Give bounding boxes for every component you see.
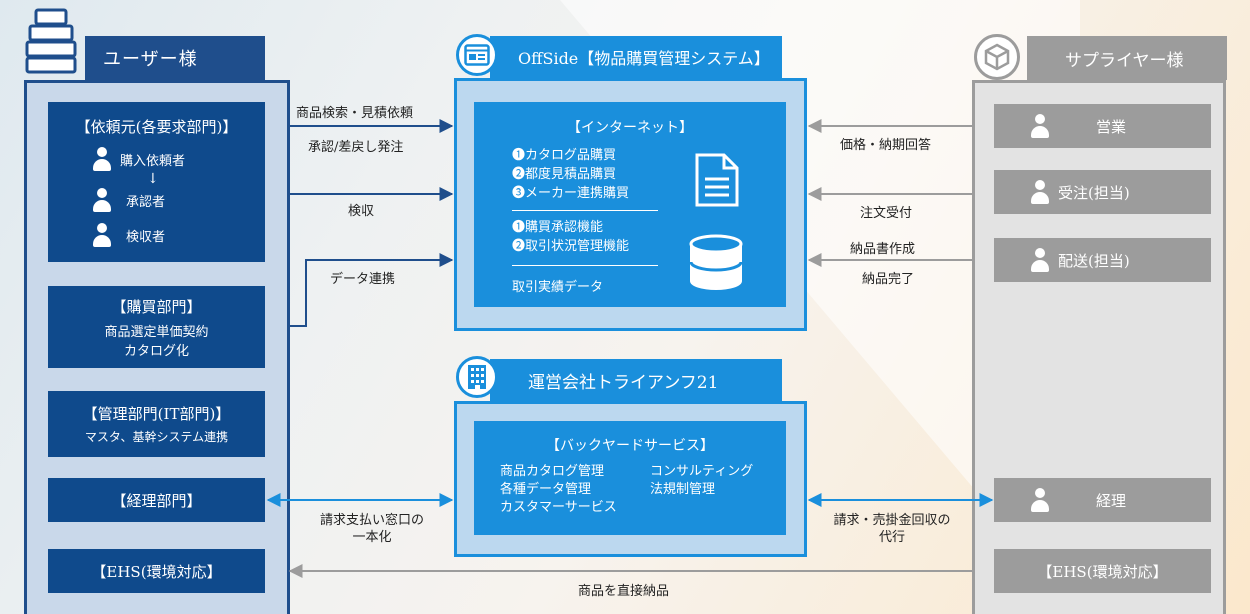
person-icon xyxy=(1030,114,1050,138)
label-data-link: データ連携 xyxy=(330,272,396,287)
list-item: ❸メーカー連携購買 xyxy=(512,186,630,201)
list-item: コンサルティング xyxy=(650,464,754,479)
operator-title: 運営会社トライアンフ21 xyxy=(528,372,719,393)
label-delivery-done: 納品完了 xyxy=(862,272,915,287)
backyard-box: 【バックヤードサービス】 商品カタログ管理 各種データ管理 カスタマーサービス … xyxy=(474,421,786,535)
label-billing: 請求支払い窓口の 一本化 xyxy=(319,513,424,545)
internet-title: 【インターネット】 xyxy=(567,120,693,136)
list-item: 商品カタログ管理 xyxy=(500,464,605,479)
document-icon xyxy=(694,152,740,212)
supplier-header: サプライヤー様 xyxy=(1027,36,1227,80)
label-search-quote: 商品検索・見積依頼 xyxy=(296,106,414,121)
role-inspector: 検収者 xyxy=(92,223,165,247)
purchasing-box: 【購買部門】 商品選定単価契約 カタログ化 xyxy=(48,286,265,368)
supplier-sales-box: 営業 xyxy=(994,104,1211,148)
supplier-delivery-box: 配送(担当) xyxy=(994,238,1211,282)
role-requester: 購入依頼者 xyxy=(92,147,185,171)
label-order-receipt: 注文受付 xyxy=(860,206,913,221)
purchase-types-list: ❶カタログ品購買 ❷都度見積品購買 ❸メーカー連携購買 xyxy=(512,146,629,203)
label-delivery-note: 納品書作成 xyxy=(850,242,916,257)
services-list-left: 商品カタログ管理 各種データ管理 カスタマーサービス xyxy=(500,463,617,517)
services-list-right: コンサルティング 法規制管理 xyxy=(650,463,753,499)
supplier-ehs-box: 【EHS(環境対応】 xyxy=(994,549,1211,593)
management-box: 【管理部門(IT部門)】 マスタ、基幹システム連携 xyxy=(48,391,265,457)
office-building-icon xyxy=(456,356,498,398)
requester-box: 【依頼元(各要求部門)】 購入依頼者 ↓ 承認者 検収者 xyxy=(48,102,265,262)
backyard-title: 【バックヤードサービス】 xyxy=(546,438,714,454)
features-list: ❶購買承認機能 ❷取引状況管理機能 xyxy=(512,218,629,256)
person-icon xyxy=(1030,248,1050,272)
person-icon xyxy=(1030,180,1050,204)
accounting-box: 【経理部門】 xyxy=(48,478,265,522)
supplier-title: サプライヤー様 xyxy=(1065,50,1184,71)
divider xyxy=(512,210,658,211)
person-icon xyxy=(92,188,112,212)
supplier-panel xyxy=(972,80,1226,614)
arrow-data-link xyxy=(290,253,454,327)
list-item: カスタマーサービス xyxy=(500,500,617,515)
buildings-icon xyxy=(24,6,78,76)
list-item: 各種データ管理 xyxy=(500,482,592,497)
requester-title: 【依頼元(各要求部門)】 xyxy=(75,118,238,136)
person-icon xyxy=(1030,488,1050,512)
person-icon xyxy=(92,223,112,247)
system-title: OffSide【物品購買管理システム】 xyxy=(518,49,770,68)
list-item: 法規制管理 xyxy=(650,482,716,497)
ehs-box: 【EHS(環境対応】 xyxy=(48,549,265,593)
label-inspection: 検収 xyxy=(348,204,375,219)
list-item: ❷取引状況管理機能 xyxy=(512,239,630,254)
label-invoice: 請求・売掛金回収の 代行 xyxy=(833,513,951,545)
user-header: ユーザー様 xyxy=(85,36,265,80)
internet-box: 【インターネット】 ❶カタログ品購買 ❷都度見積品購買 ❸メーカー連携購買 ❶購… xyxy=(474,102,786,307)
user-title: ユーザー様 xyxy=(103,49,198,70)
person-icon xyxy=(92,147,112,171)
supplier-orders-box: 受注(担当) xyxy=(994,170,1211,214)
supplier-accounting-box: 経理 xyxy=(994,478,1211,522)
operator-header: 運営会社トライアンフ21 xyxy=(490,359,782,401)
list-item: ❶カタログ品購買 xyxy=(512,148,617,163)
list-item: ❷都度見積品購買 xyxy=(512,167,617,182)
arrow-down-icon: ↓ xyxy=(147,171,159,187)
role-approver: 承認者 xyxy=(92,188,165,212)
label-approve-order: 承認/差戻し発注 xyxy=(308,140,404,155)
label-direct-delivery: 商品を直接納品 xyxy=(578,584,670,599)
system-header: OffSide【物品購買管理システム】 xyxy=(490,36,782,78)
package-icon xyxy=(974,34,1020,80)
database-icon xyxy=(688,234,744,296)
list-item: ❶購買承認機能 xyxy=(512,220,604,235)
records-label: 取引実績データ xyxy=(512,280,604,295)
browser-icon xyxy=(456,34,498,76)
divider xyxy=(512,265,658,266)
label-price-delivery: 価格・納期回答 xyxy=(840,138,932,153)
